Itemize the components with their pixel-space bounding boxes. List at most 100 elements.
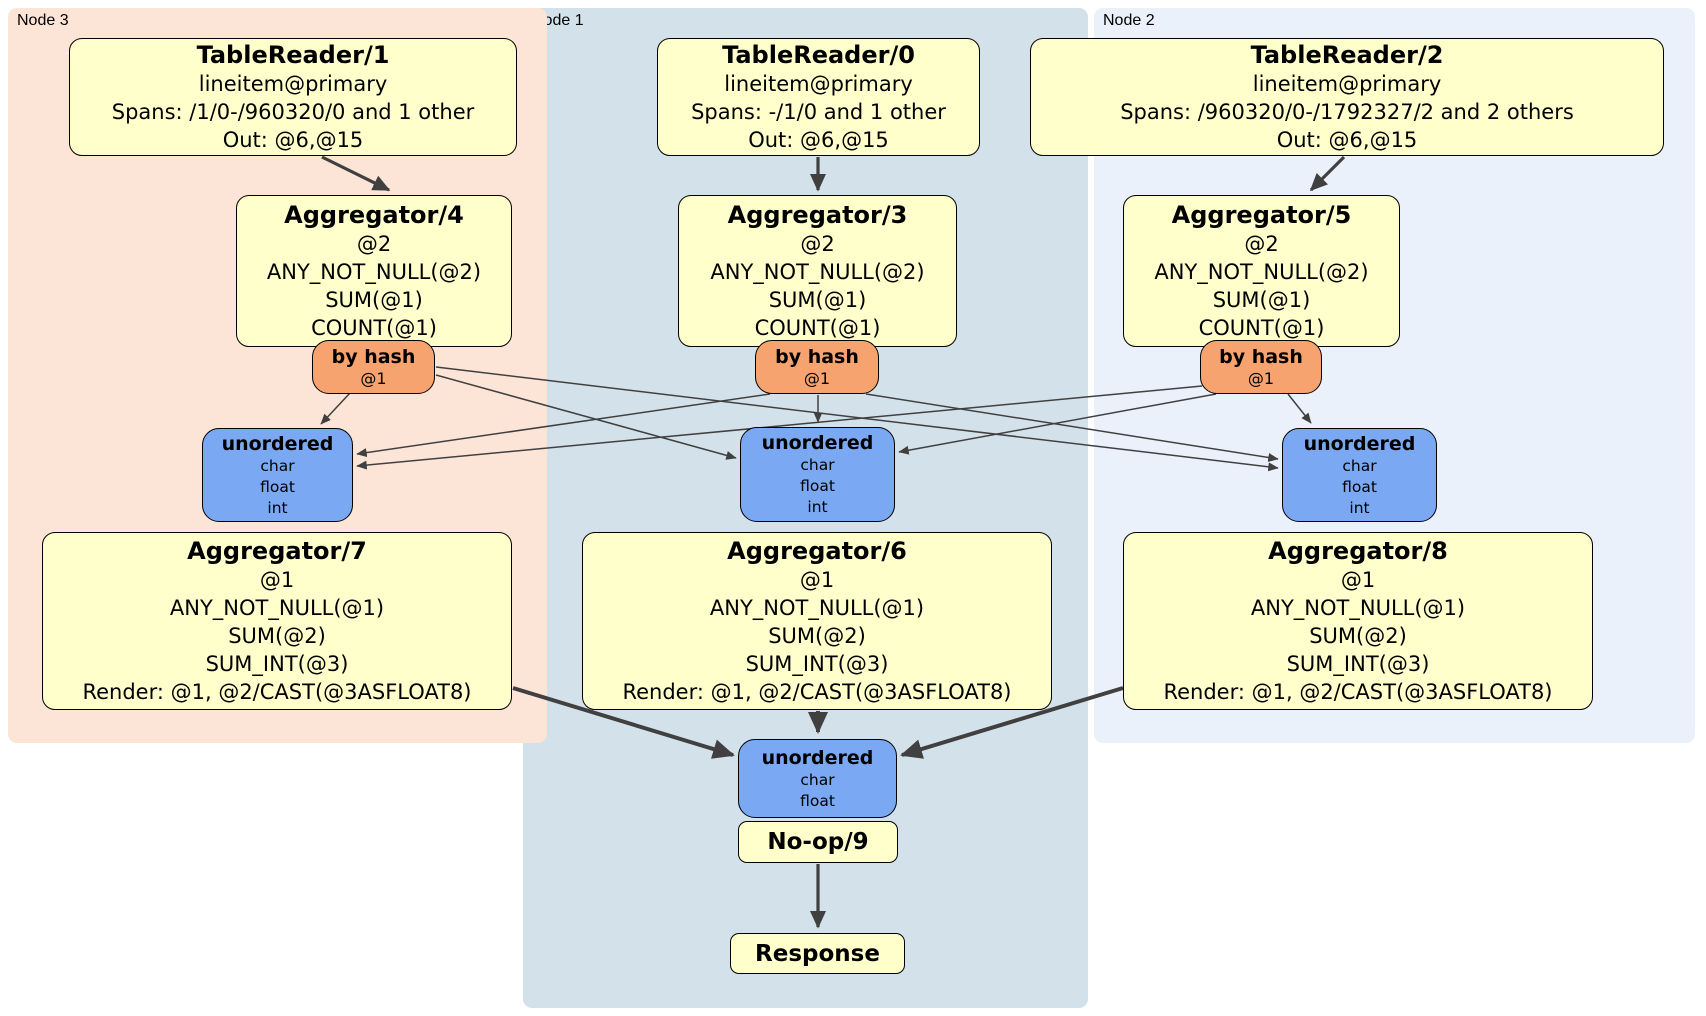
aggregator-8-fn1: ANY_NOT_NULL(@1): [1250, 596, 1466, 620]
tablereader-0-title: TableReader/0: [722, 41, 915, 69]
node-3-label: Node 3: [17, 12, 69, 29]
sync-node1-type3: int: [807, 498, 828, 516]
aggregator-6-fn1: ANY_NOT_NULL(@1): [709, 596, 925, 620]
aggregator-7-fn1: ANY_NOT_NULL(@1): [169, 596, 385, 620]
aggregator-3-box: Aggregator/3 @2 ANY_NOT_NULL(@2) SUM(@1)…: [678, 195, 957, 347]
aggregator-8-title: Aggregator/8: [1268, 537, 1448, 565]
aggregator-7-fn2: SUM(@2): [228, 624, 326, 648]
edge-tr2-agg5: [1309, 155, 1346, 192]
hash-router-node1: by hash @1: [755, 340, 879, 394]
aggregator-5-box: Aggregator/5 @2 ANY_NOT_NULL(@2) SUM(@1)…: [1123, 195, 1400, 347]
tablereader-2-title: TableReader/2: [1250, 41, 1444, 69]
edge-router3-sync1: [435, 374, 737, 460]
sync-node1-type1: char: [800, 456, 835, 474]
edge-router2-sync3: [356, 385, 1203, 470]
aggregator-6-box: Aggregator/6 @1 ANY_NOT_NULL(@1) SUM(@2)…: [582, 532, 1052, 710]
sync-node2-type2: float: [1342, 477, 1377, 496]
response-title: Response: [755, 940, 880, 967]
hash-router-node3-title: by hash: [331, 345, 416, 368]
unordered-sync-node2-title: unordered: [1303, 432, 1416, 455]
aggregator-7-fn3: SUM_INT(@3): [205, 652, 349, 676]
aggregator-5-group: @2: [1244, 232, 1279, 256]
hash-router-node2: by hash @1: [1200, 340, 1322, 394]
noop-9-box: No-op/9: [738, 821, 898, 863]
unordered-sync-node3-title: unordered: [221, 432, 334, 455]
sync-node1-type2: float: [800, 477, 835, 495]
sync-node2-type1: char: [1342, 456, 1377, 475]
edge-router3-sync2: [435, 366, 1279, 472]
sync-node3-type3: int: [267, 498, 288, 517]
aggregator-6-fn2: SUM(@2): [768, 624, 866, 648]
edge-router3-sync3: [320, 392, 351, 425]
sync-final-type2: float: [800, 791, 835, 810]
aggregator-6-group: @1: [799, 568, 835, 592]
tablereader-1-spans: Spans: /1/0-/960320/0 and 1 other: [111, 100, 475, 124]
node-2-label: Node 2: [1103, 12, 1155, 29]
aggregator-3-fn2: SUM(@1): [768, 288, 867, 312]
unordered-sync-final: unordered char float: [738, 739, 897, 818]
aggregator-4-group: @2: [356, 232, 392, 256]
unordered-sync-node2: unordered char float int: [1282, 428, 1437, 522]
aggregator-3-title: Aggregator/3: [727, 201, 908, 229]
tablereader-0-box: TableReader/0 lineitem@primary Spans: -/…: [657, 38, 980, 156]
sync-node3-type1: char: [260, 456, 295, 475]
aggregator-8-box: Aggregator/8 @1 ANY_NOT_NULL(@1) SUM(@2)…: [1123, 532, 1593, 710]
aggregator-5-fn2: SUM(@1): [1212, 288, 1311, 312]
edge-router1-sync3: [356, 393, 771, 458]
hash-router-node2-title: by hash: [1219, 345, 1303, 368]
noop-9-title: No-op/9: [767, 829, 869, 855]
tablereader-1-title: TableReader/1: [196, 41, 390, 69]
response-box: Response: [730, 933, 905, 974]
aggregator-6-render: Render: @1, @2/CAST(@3ASFLOAT8): [622, 680, 1012, 704]
tablereader-1-index: lineitem@primary: [198, 72, 388, 96]
unordered-sync-node3: unordered char float int: [202, 428, 353, 522]
sync-node3-type2: float: [260, 477, 295, 496]
aggregator-5-fn3: COUNT(@1): [1198, 316, 1325, 340]
tablereader-1-box: TableReader/1 lineitem@primary Spans: /1…: [69, 38, 517, 156]
unordered-sync-node1: unordered char float int: [740, 427, 895, 522]
aggregator-6-title: Aggregator/6: [727, 537, 907, 565]
tablereader-0-out: Out: @6,@15: [748, 128, 889, 152]
tablereader-2-spans: Spans: /960320/0-/1792327/2 and 2 others: [1120, 100, 1574, 124]
aggregator-7-box: Aggregator/7 @1 ANY_NOT_NULL(@1) SUM(@2)…: [42, 532, 512, 710]
unordered-sync-final-title: unordered: [761, 746, 874, 769]
aggregator-3-fn3: COUNT(@1): [754, 316, 881, 340]
tablereader-2-index: lineitem@primary: [1252, 72, 1442, 96]
aggregator-8-render: Render: @1, @2/CAST(@3ASFLOAT8): [1163, 680, 1553, 704]
aggregator-4-title: Aggregator/4: [284, 201, 464, 229]
aggregator-7-group: @1: [259, 568, 295, 592]
aggregator-4-fn3: COUNT(@1): [311, 316, 437, 340]
edge-agg8-syncfinal: [900, 686, 1124, 759]
aggregator-3-fn1: ANY_NOT_NULL(@2): [710, 260, 925, 284]
aggregator-4-fn1: ANY_NOT_NULL(@2): [266, 260, 482, 284]
edge-tr1-agg4: [321, 155, 391, 192]
sync-node2-type3: int: [1349, 498, 1370, 517]
sync-final-type1: char: [800, 770, 835, 789]
aggregator-8-fn2: SUM(@2): [1309, 624, 1407, 648]
edge-router1-sync2: [865, 393, 1279, 462]
aggregator-4-fn2: SUM(@1): [325, 288, 423, 312]
aggregator-8-fn3: SUM_INT(@3): [1286, 652, 1430, 676]
edge-router2-sync1: [898, 393, 1217, 455]
hash-router-node1-title: by hash: [775, 345, 859, 368]
unordered-sync-node1-title: unordered: [761, 432, 874, 454]
tablereader-1-out: Out: @6,@15: [222, 128, 364, 152]
aggregator-4-box: Aggregator/4 @2 ANY_NOT_NULL(@2) SUM(@1)…: [236, 195, 512, 347]
hash-router-node3: by hash @1: [312, 340, 435, 394]
aggregator-5-title: Aggregator/5: [1171, 201, 1352, 229]
hash-router-node3-cols: @1: [360, 368, 387, 388]
aggregator-7-title: Aggregator/7: [187, 537, 367, 565]
hash-router-node2-cols: @1: [1247, 368, 1275, 388]
aggregator-7-render: Render: @1, @2/CAST(@3ASFLOAT8): [82, 680, 472, 704]
aggregator-8-group: @1: [1340, 568, 1376, 592]
tablereader-0-spans: Spans: -/1/0 and 1 other: [691, 100, 946, 124]
aggregator-5-fn1: ANY_NOT_NULL(@2): [1154, 260, 1369, 284]
edge-router2-sync2: [1287, 393, 1312, 424]
edge-agg7-syncfinal: [512, 686, 735, 759]
tablereader-0-index: lineitem@primary: [724, 72, 913, 96]
aggregator-3-group: @2: [800, 232, 835, 256]
aggregator-6-fn3: SUM_INT(@3): [745, 652, 889, 676]
hash-router-node1-cols: @1: [803, 368, 831, 388]
